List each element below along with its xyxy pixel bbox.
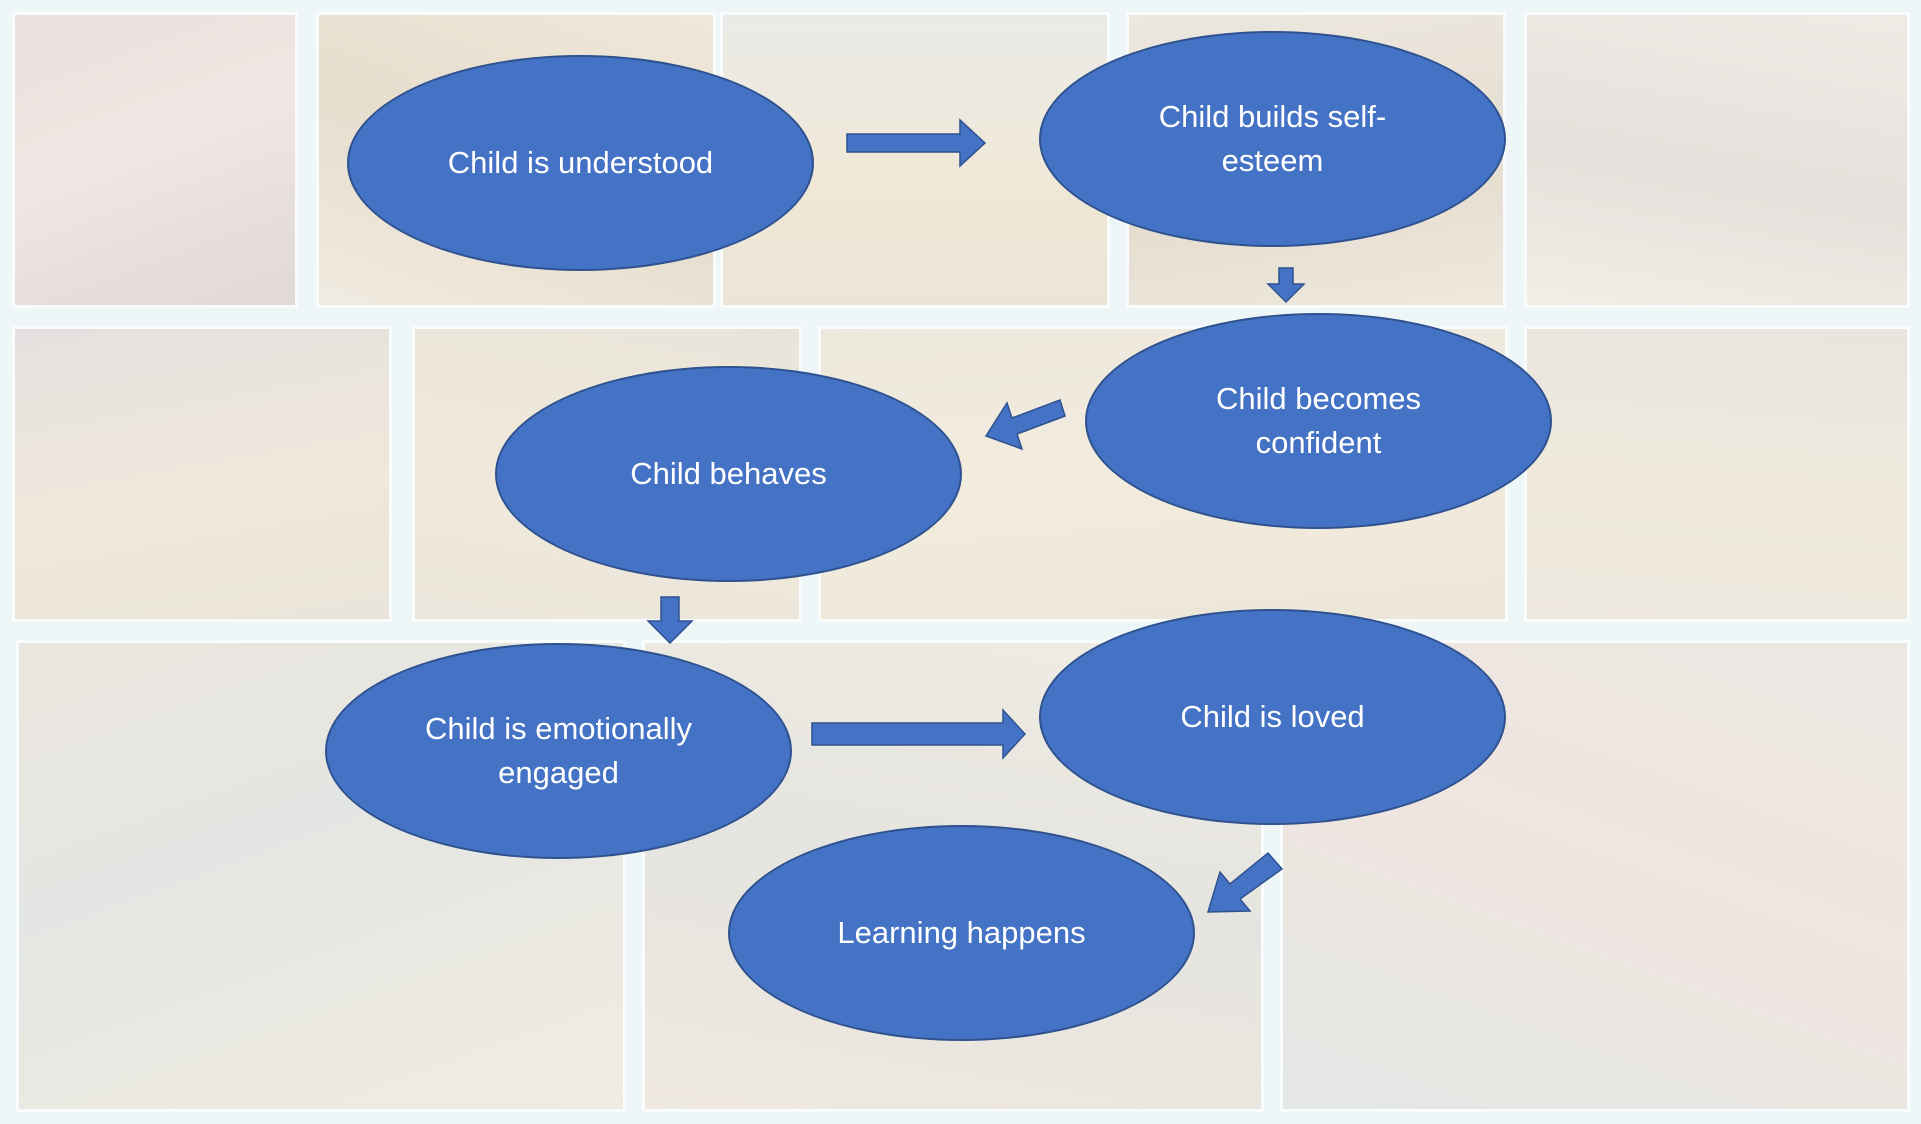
node-label: Child builds self- [1158,99,1387,134]
node-label: Learning happens [837,915,1086,950]
node-label: engaged [498,755,619,790]
node-child-is-understood: Child is understood [347,55,814,271]
node-child-is-emotionally-engaged: Child is emotionally engaged [325,643,792,859]
node-label: Child becomes [1215,381,1422,416]
node-label: Child behaves [630,456,827,491]
background-photo [1524,326,1910,622]
node-child-becomes-confident: Child becomes confident [1085,313,1552,529]
node-label: Child is emotionally [424,711,693,746]
background-photo [1524,12,1910,308]
background-photo [12,12,298,308]
node-label: esteem [1221,143,1324,178]
node-child-is-loved: Child is loved [1039,609,1506,825]
node-learning-happens: Learning happens [728,825,1195,1041]
node-label: confident [1255,425,1382,460]
node-label: Child is loved [1180,699,1365,734]
node-child-behaves: Child behaves [495,366,962,582]
node-child-builds-self-esteem: Child builds self- esteem [1039,31,1506,247]
background-photo [12,326,392,622]
node-label: Child is understood [447,145,714,180]
